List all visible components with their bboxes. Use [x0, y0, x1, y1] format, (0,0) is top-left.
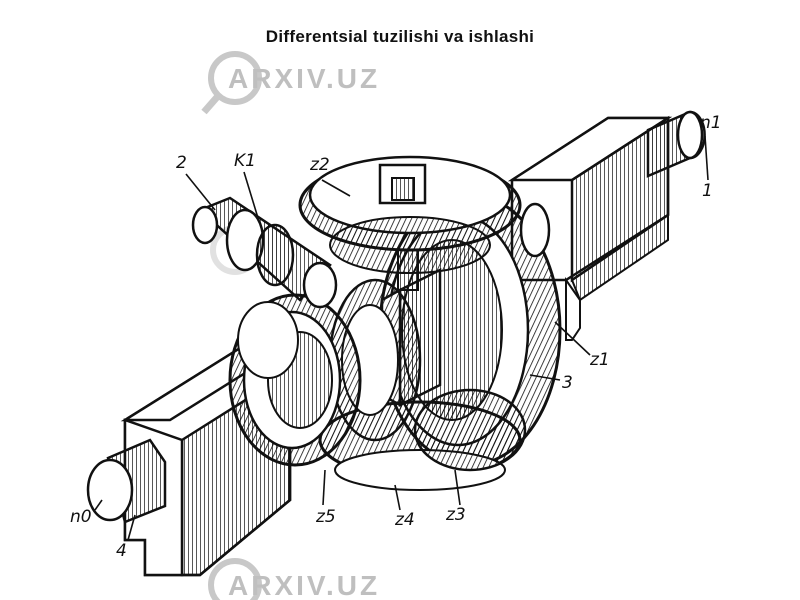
label-n0: n0	[70, 507, 92, 527]
label-z4: z4	[394, 510, 415, 530]
leader-lines	[94, 135, 709, 541]
label-z2: z2	[309, 155, 330, 175]
label-k1: K1	[234, 151, 256, 171]
label-3: 3	[562, 373, 573, 393]
label-z5: z5	[315, 507, 336, 527]
watermark-top: ARXIV.UZ	[201, 51, 380, 115]
clutch-k1	[191, 196, 338, 309]
gear-z5	[228, 293, 362, 467]
right-output-shaft	[646, 110, 706, 178]
bevel-gear-z2	[298, 155, 522, 291]
label-z3: z3	[445, 505, 466, 525]
label-z1: z1	[589, 350, 610, 370]
label-2: 2	[176, 153, 187, 173]
right-hub	[519, 202, 551, 258]
watermark-text: ARXIV.UZ	[228, 570, 380, 600]
label-4: 4	[116, 541, 127, 561]
label-n1: n1	[700, 113, 722, 133]
bevel-gear-z3	[413, 388, 527, 472]
watermark-bottom: ARXIV.UZ	[208, 558, 380, 600]
left-input-shaft	[86, 438, 167, 524]
right-bearing-housing	[507, 115, 673, 341]
part-labels: 2 K1 z2 n1 1 z1 3 z5 z4 z3 n0 4	[70, 113, 722, 561]
watermark-text: ARXIV.UZ	[228, 63, 380, 94]
label-1: 1	[702, 181, 713, 201]
diagram-title: Differentsial tuzilishi va ishlashi	[265, 27, 535, 46]
